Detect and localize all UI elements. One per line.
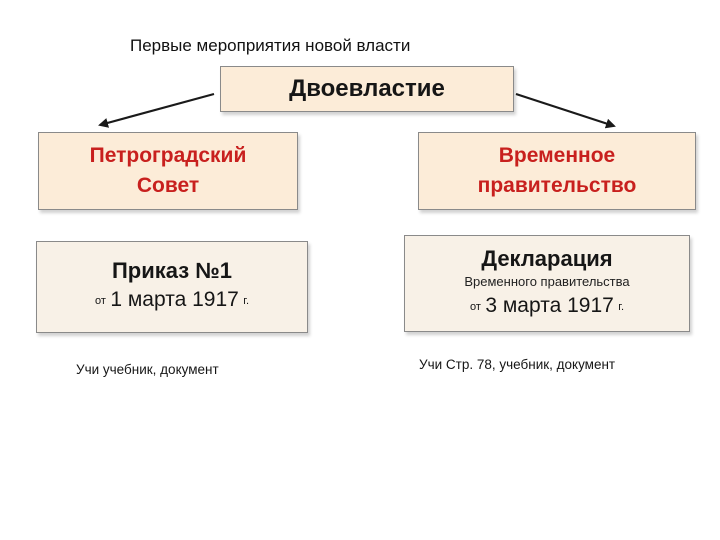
doc-order-date-prefix: от — [94, 295, 106, 307]
node-vremennoe-line2: правительство — [477, 174, 637, 197]
node-dvoevlastie-label: Двоевластие — [289, 75, 445, 102]
doc-order-date: от 1 марта 1917 г. — [95, 285, 249, 317]
node-petrograd-line1: Петроградский — [89, 144, 247, 167]
doc-declaration-date-main: 3 марта 1917 — [485, 293, 614, 317]
doc-declaration-date-prefix: от — [469, 300, 481, 313]
arrow-to-vremennoe — [515, 92, 616, 129]
node-petrograd-line2: Совет — [136, 174, 200, 197]
doc-declaration-heading: Декларация — [481, 245, 613, 271]
diagram-title: Первые мероприятия новой власти — [130, 36, 411, 55]
note-right: Учи Стр. 78, учебник, документ — [419, 357, 616, 372]
doc-order-date-suffix: г. — [243, 295, 250, 307]
doc-declaration-date-suffix: г. — [618, 300, 625, 313]
doc-declaration: Декларация Временного правительства от 3… — [404, 235, 690, 332]
doc-order-no1: Приказ №1 от 1 марта 1917 г. — [36, 241, 308, 333]
node-petrograd-soviet: Петроградский Совет — [38, 132, 298, 210]
node-dvoevlastie: Двоевластие — [220, 66, 514, 112]
note-left: Учи учебник, документ — [76, 362, 219, 377]
doc-declaration-date: от 3 марта 1917 г. — [470, 291, 624, 323]
node-provisional-government: Временное правительство — [418, 132, 696, 210]
arrow-to-petrograd — [98, 92, 215, 128]
doc-declaration-subheading: Временного правительства — [464, 273, 630, 289]
doc-order-heading: Приказ №1 — [111, 258, 233, 283]
node-vremennoe-line1: Временное — [498, 144, 616, 167]
doc-order-date-main: 1 марта 1917 — [110, 288, 239, 311]
